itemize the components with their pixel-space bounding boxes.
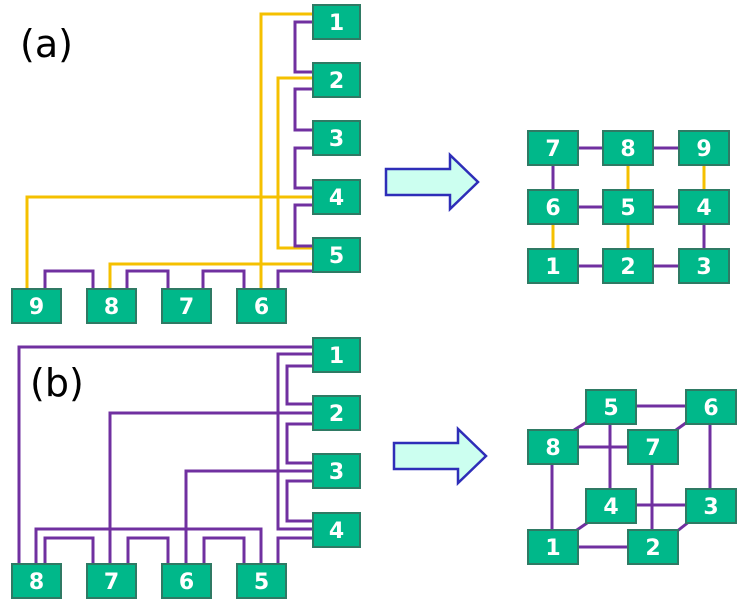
panel-a-node-1: 1 [312, 4, 361, 40]
svg-text:2: 2 [620, 255, 635, 280]
panel-a-arrow [384, 152, 480, 212]
svg-text:7: 7 [645, 436, 660, 461]
panel-b-result-node-8: 8 [527, 429, 579, 465]
panel-b-node-6: 6 [161, 563, 212, 599]
panel-b-node-7: 7 [86, 563, 137, 599]
panel-a-node-7: 7 [161, 288, 212, 324]
svg-text:4: 4 [329, 519, 344, 544]
panel-b-cube-wires [550, 404, 712, 549]
panel-b-node-1: 1 [312, 337, 361, 373]
panel-b-result-node-5: 5 [585, 389, 637, 425]
panel-b-result-node-2: 2 [627, 529, 679, 565]
panel-b-result-node-3: 3 [685, 488, 737, 524]
svg-text:3: 3 [696, 255, 711, 280]
panel-b-result-node-6: 6 [685, 389, 737, 425]
svg-text:7: 7 [104, 570, 119, 595]
panel-a-node-9: 9 [11, 288, 62, 324]
svg-text:9: 9 [696, 137, 711, 162]
panel-b-node-8: 8 [11, 563, 62, 599]
panel-a-result-node-4: 4 [678, 189, 730, 225]
panel-b-wires [17, 345, 313, 565]
svg-text:8: 8 [620, 137, 635, 162]
panel-b-result-node-1: 1 [527, 529, 579, 565]
svg-text:3: 3 [703, 495, 718, 520]
panel-b-node-3: 3 [312, 453, 361, 489]
panel-a-purple-wires [43, 20, 313, 290]
panel-b-node-4: 4 [312, 512, 361, 548]
svg-text:2: 2 [645, 536, 660, 561]
panel-b-label: (b) [30, 361, 84, 405]
panel-a-result-node-2: 2 [602, 248, 654, 284]
panel-b-node-2: 2 [312, 395, 361, 431]
svg-text:1: 1 [329, 344, 344, 369]
svg-text:5: 5 [620, 196, 635, 221]
panel-a-node-4: 4 [312, 179, 361, 215]
svg-text:7: 7 [179, 295, 194, 320]
panel-a-result-node-7: 7 [527, 130, 579, 166]
panel-a-result-node-6: 6 [527, 189, 579, 225]
svg-text:5: 5 [329, 244, 344, 269]
panel-b-result-node-7: 7 [627, 429, 679, 465]
panel-a-node-6: 6 [236, 288, 287, 324]
panel-a-label: (a) [20, 22, 73, 66]
svg-text:8: 8 [545, 436, 560, 461]
svg-text:6: 6 [545, 196, 560, 221]
svg-text:6: 6 [179, 570, 194, 595]
svg-text:6: 6 [703, 396, 718, 421]
svg-text:7: 7 [545, 137, 560, 162]
svg-text:1: 1 [545, 536, 560, 561]
panel-a-node-3: 3 [312, 120, 361, 156]
svg-text:1: 1 [329, 11, 344, 36]
panel-a-node-8: 8 [86, 288, 137, 324]
panel-b-arrow [392, 426, 488, 486]
svg-text:4: 4 [603, 495, 618, 520]
svg-text:4: 4 [329, 186, 344, 211]
panel-a-node-5: 5 [312, 237, 361, 273]
panel-a-result-node-3: 3 [678, 248, 730, 284]
panel-a-grid-wires [551, 146, 706, 268]
svg-text:5: 5 [603, 396, 618, 421]
svg-text:1: 1 [545, 255, 560, 280]
svg-text:6: 6 [254, 295, 269, 320]
panel-a-result-node-1: 1 [527, 248, 579, 284]
panel-a-result-node-5: 5 [602, 189, 654, 225]
panel-b-node-5: 5 [236, 563, 287, 599]
svg-text:3: 3 [329, 127, 344, 152]
svg-text:8: 8 [29, 570, 44, 595]
svg-text:8: 8 [104, 295, 119, 320]
panel-a-result-node-9: 9 [678, 130, 730, 166]
panel-a-gold-wires [25, 12, 313, 290]
panel-a-result-node-8: 8 [602, 130, 654, 166]
svg-text:5: 5 [254, 570, 269, 595]
svg-text:3: 3 [329, 460, 344, 485]
svg-text:2: 2 [329, 402, 344, 427]
panel-a-node-2: 2 [312, 62, 361, 98]
panel-b-result-node-4: 4 [585, 488, 637, 524]
svg-text:2: 2 [329, 69, 344, 94]
svg-text:4: 4 [696, 196, 711, 221]
svg-text:9: 9 [29, 295, 44, 320]
